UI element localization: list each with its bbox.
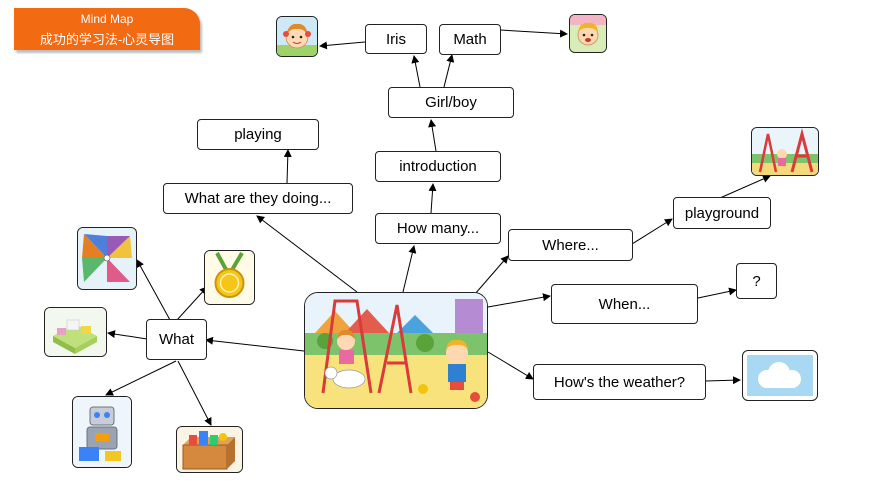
node-math[interactable]: Math	[439, 24, 501, 55]
girl-face-icon[interactable]	[276, 16, 318, 57]
edge-how-many-introduction	[428, 183, 437, 214]
edge-weather-cloud	[705, 376, 741, 385]
robot-toy-icon[interactable]	[72, 396, 132, 468]
node-introduction[interactable]: introduction	[375, 151, 501, 182]
mind-map-banner: Mind Map 成功的学习法-心灵导图	[14, 8, 200, 50]
node-what-are-they-doing[interactable]: What are they doing...	[163, 183, 353, 214]
pinwheel-icon[interactable]	[77, 227, 137, 290]
node-hows-the-weather[interactable]: How's the weather?	[533, 364, 706, 400]
blocks-icon[interactable]	[44, 307, 107, 357]
node-playground[interactable]: playground	[673, 197, 771, 229]
edge-iris-girl-pic	[319, 41, 366, 50]
edge-what-doing-playing	[283, 149, 292, 184]
edge-girlboy-math	[443, 54, 455, 88]
central-playground-scene[interactable]	[304, 292, 488, 409]
edge-center-what	[205, 336, 305, 352]
edge-center-where	[474, 255, 509, 295]
medal-icon[interactable]	[204, 250, 255, 305]
node-girl-boy[interactable]: Girl/boy	[388, 87, 514, 118]
playground-slide-icon[interactable]	[751, 127, 819, 176]
node-what[interactable]: What	[146, 319, 207, 360]
edge-girlboy-iris	[411, 55, 421, 88]
edge-introduction-girlboy	[428, 119, 437, 152]
node-when[interactable]: When...	[551, 284, 698, 324]
node-question[interactable]: ?	[736, 263, 777, 299]
edge-what-medal	[176, 286, 208, 321]
cloud-icon[interactable]	[742, 350, 818, 401]
edge-center-how-many	[402, 245, 417, 293]
edge-what-pinwheel	[136, 259, 171, 321]
edge-playground-pic	[719, 175, 771, 199]
banner-title: Mind Map	[80, 12, 134, 26]
node-where[interactable]: Where...	[508, 229, 633, 261]
edge-math-boy-pic	[499, 29, 568, 38]
edge-what-toybox	[177, 360, 212, 426]
node-how-many[interactable]: How many...	[375, 213, 501, 244]
edge-what-blocks	[107, 330, 148, 340]
edge-center-weather	[487, 351, 534, 380]
toy-box-icon[interactable]	[176, 426, 243, 473]
node-iris[interactable]: Iris	[365, 24, 427, 54]
boy-face-icon[interactable]	[569, 14, 607, 53]
banner-subtitle: 成功的学习法-心灵导图	[39, 32, 175, 47]
edge-center-what-doing	[256, 215, 358, 293]
edge-when-question	[697, 287, 737, 299]
edge-what-robot	[105, 360, 177, 396]
node-playing[interactable]: playing	[197, 119, 319, 150]
edge-where-playground	[631, 218, 673, 245]
edge-center-when	[487, 293, 551, 308]
